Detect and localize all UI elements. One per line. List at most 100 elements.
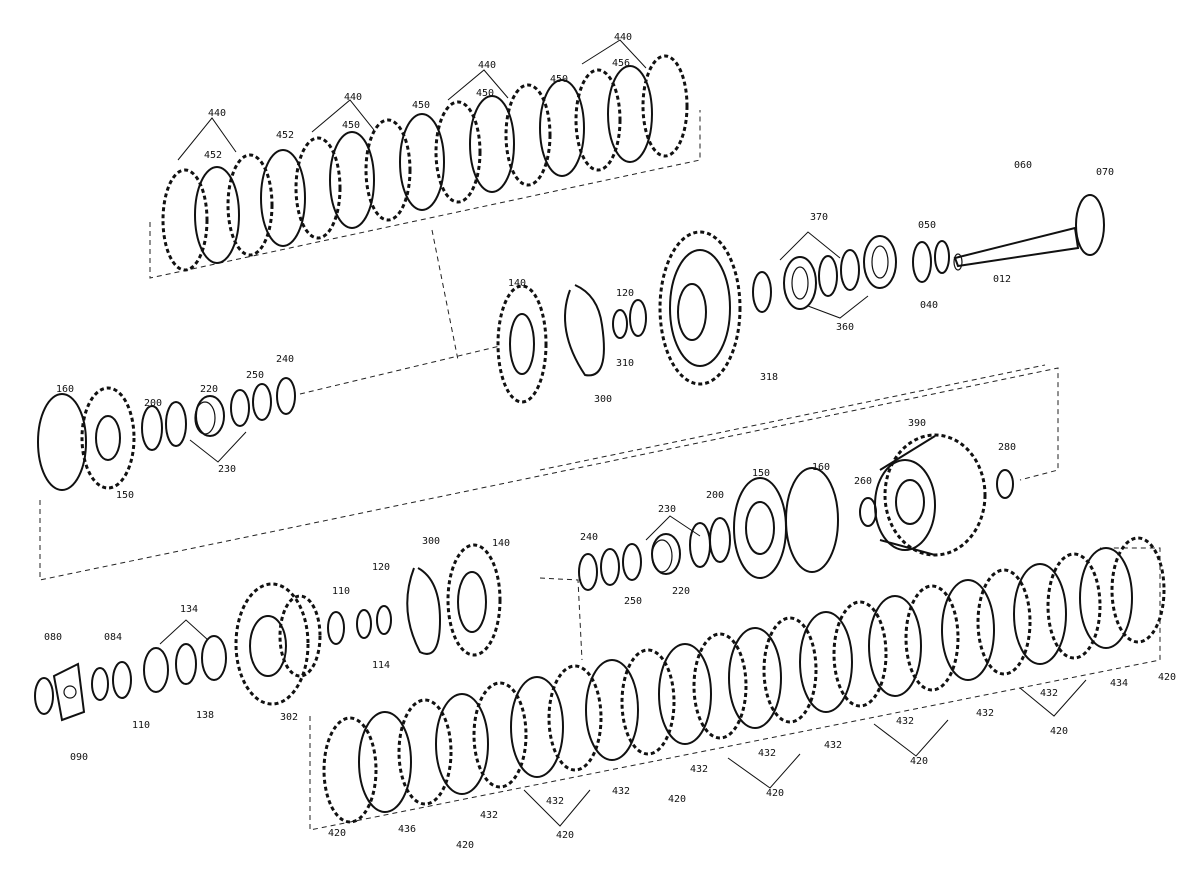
label: 230 [658,504,676,515]
bottom-pack-brackets [523,679,1087,827]
upper-right-assembly [299,194,1105,404]
label: 420 [328,828,346,839]
lower-left-group [34,543,583,722]
ring-114 [356,609,372,639]
label: 440 [478,60,496,71]
top-pack-brackets [177,39,647,161]
label: 450 [412,100,430,111]
label: 420 [456,840,474,851]
label: 140 [492,538,510,549]
ring-050 [934,240,950,274]
label: 440 [614,32,632,43]
label: 220 [672,586,690,597]
ring-040 [912,241,932,283]
ring-280 [996,469,1014,499]
bearing-134 [143,619,227,693]
drum-390 [874,433,987,557]
label: 200 [144,398,162,409]
label: 432 [896,716,914,727]
label: 114 [372,660,390,671]
connector-middle [39,367,1059,581]
label: 280 [998,442,1016,453]
ring-250 [230,389,250,427]
plate-090 [52,662,86,722]
label: 318 [760,372,778,383]
ring-200 [141,405,163,451]
label: 250 [624,596,642,607]
label: 452 [204,150,222,161]
ring-120-b [376,605,392,635]
ring-120 [629,299,647,337]
gear-318 [658,230,742,386]
label: 420 [668,794,686,805]
label: 420 [1158,672,1176,683]
spring-220 [194,395,225,437]
ring-110 [327,611,345,645]
label: 134 [180,604,198,615]
label: 420 [766,788,784,799]
spring-220-b [651,533,681,575]
top-clutch-pack [149,39,701,279]
label: 432 [690,764,708,775]
label: 080 [44,632,62,643]
ring-200-d [689,522,711,568]
ring-250-b [622,543,642,581]
label: 120 [616,288,634,299]
label: 150 [752,468,770,479]
label: 070 [1096,167,1114,178]
ring-260 [859,497,877,527]
label: 110 [132,720,150,731]
label: 160 [56,384,74,395]
label: 138 [196,710,214,721]
part-labels: 440 452 452 440 450 450 440 450 450 440 … [44,32,1176,851]
ring-240 [252,383,272,421]
label: 230 [218,464,236,475]
seal-160-b [785,467,839,573]
label: 450 [550,74,568,85]
label: 240 [580,532,598,543]
label: 140 [508,278,526,289]
output-shaft [953,194,1105,271]
label: 436 [398,824,416,835]
ring-240-c [600,548,620,586]
label: 432 [758,748,776,759]
needle-bearing-370 [752,231,897,319]
label: 452 [276,130,294,141]
label: 432 [546,796,564,807]
label: 450 [342,120,360,131]
label: 060 [1014,160,1032,171]
label: 084 [104,632,122,643]
bottom-clutch-pack [309,536,1166,831]
label: 120 [372,562,390,573]
label: 300 [422,536,440,547]
ring-080 [34,677,54,715]
left-piston-group [37,377,296,491]
right-drum-group [578,433,1014,591]
ring-240-b [276,377,296,415]
label: 432 [976,708,994,719]
label: 420 [1050,726,1068,737]
label: 160 [812,462,830,473]
label: 260 [854,476,872,487]
label: 456 [612,58,630,69]
snap-ring-300-b [406,567,442,655]
bottom-pack-discs [322,536,1166,824]
label: 050 [918,220,936,231]
top-pack-discs [161,54,689,272]
label: 302 [280,712,298,723]
label: 090 [70,752,88,763]
label: 450 [476,88,494,99]
ring-110-b [112,661,132,699]
label: 012 [993,274,1011,285]
piston-150 [80,386,136,490]
plate-140 [496,284,548,404]
ring-240-d [578,553,598,591]
ring-084 [91,667,109,701]
seal-160 [37,393,87,491]
label: 250 [246,370,264,381]
label: 360 [836,322,854,333]
ring-200-c [709,517,731,563]
plate-140-b [446,543,502,657]
label: 370 [810,212,828,223]
